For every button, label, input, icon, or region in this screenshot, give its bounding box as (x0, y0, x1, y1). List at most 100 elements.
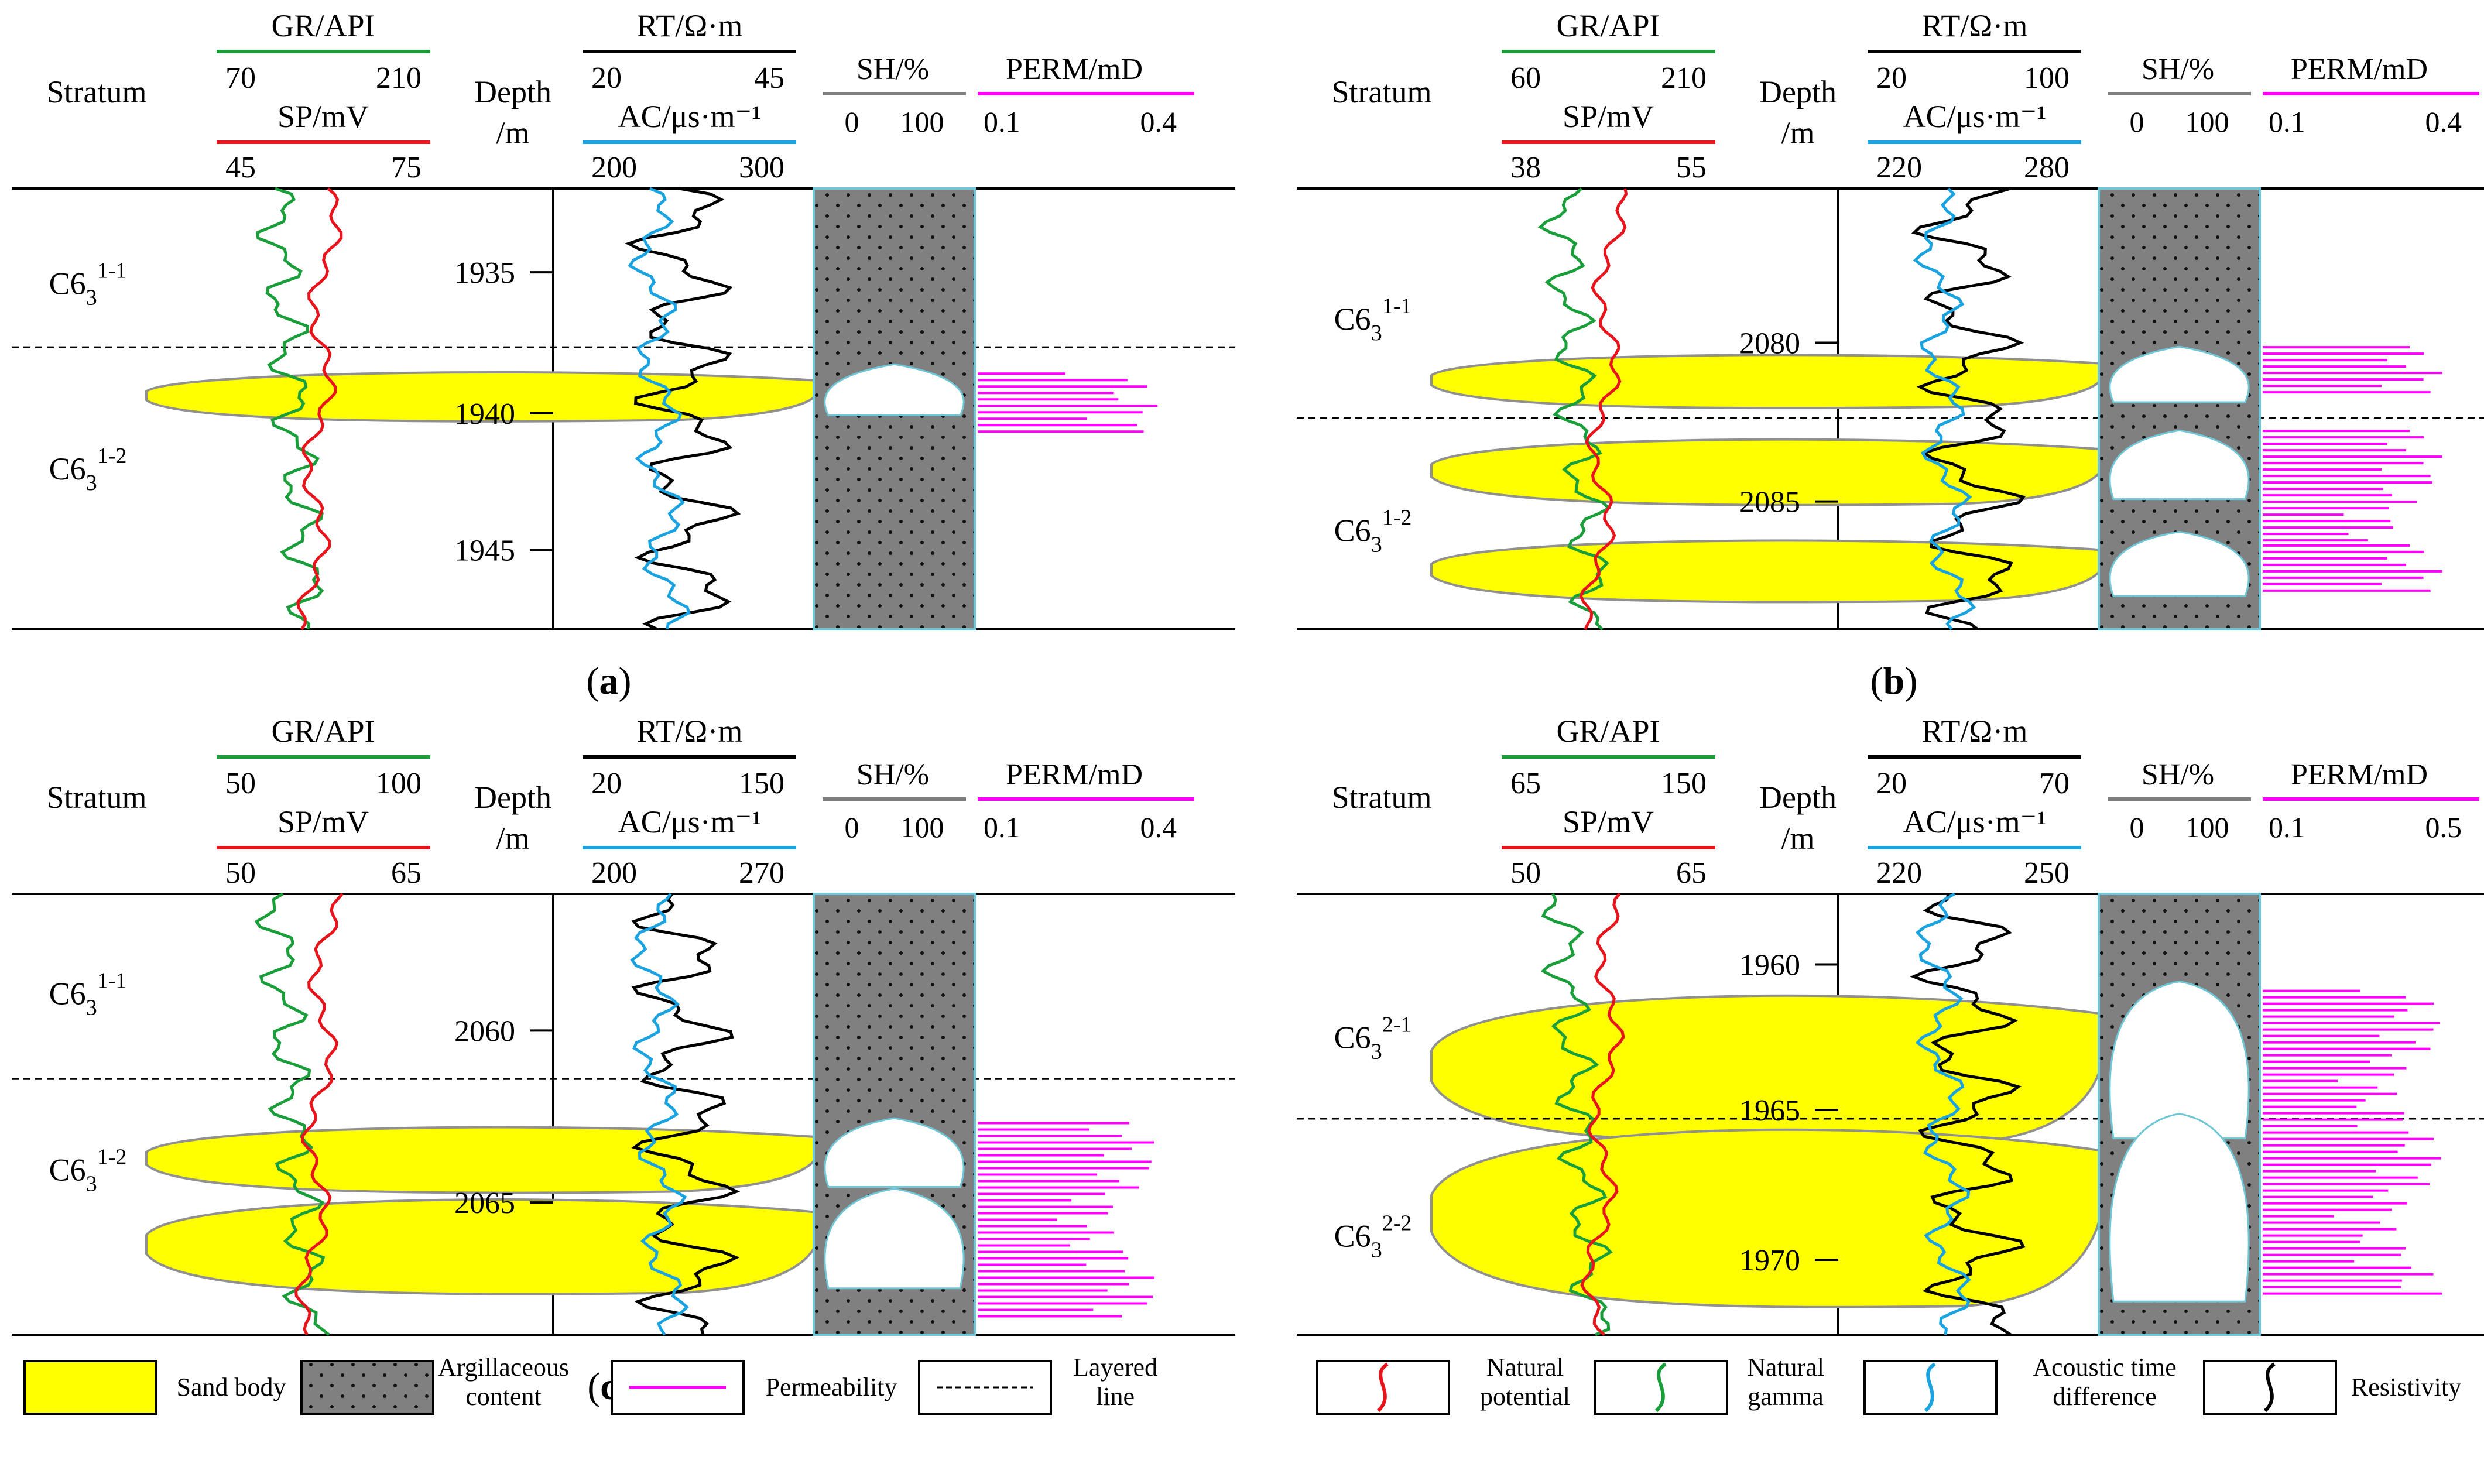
header-sp: SP/mV (277, 99, 369, 134)
stratum-label: C632-2 (1334, 1211, 1412, 1262)
perm-min: 0.1 (984, 105, 1020, 138)
sh-max: 100 (900, 811, 944, 844)
header-rt: RT/Ω·m (1922, 8, 2028, 43)
sand-body (1430, 1128, 2105, 1308)
sand-body (145, 1198, 820, 1295)
sp-min: 50 (1510, 856, 1541, 890)
header-stratum: Stratum (47, 780, 147, 815)
gr-max: 150 (1661, 767, 1707, 800)
gr-min: 65 (1510, 767, 1541, 800)
header-perm: PERM/mD (1006, 53, 1143, 86)
header-gr: GR/API (1556, 714, 1660, 749)
header-sh: SH/% (2142, 758, 2214, 791)
ac-max: 280 (2024, 151, 2070, 184)
rt-curve (1910, 893, 2026, 1336)
ac-curve (1913, 187, 1976, 630)
perm-min: 0.1 (984, 811, 1020, 844)
gr-max: 210 (376, 61, 422, 95)
depth-tick-label: 2080 (1739, 327, 1800, 361)
header-sp: SP/mV (1563, 804, 1654, 839)
header-ac: AC/μs·m⁻¹ (618, 804, 762, 839)
clean-sand-zone (2109, 429, 2250, 501)
ac-curve (1915, 892, 1971, 1335)
sp-min: 38 (1510, 151, 1541, 184)
legend-natural-gamma-icon (1654, 1362, 1667, 1413)
sh-min: 0 (2130, 105, 2144, 138)
header-ac: AC/μs·m⁻¹ (1903, 99, 2047, 134)
depth-tick-label: 2065 (454, 1187, 515, 1220)
sp-min: 50 (225, 856, 256, 890)
ac-curve (630, 893, 690, 1336)
gr-curve (254, 892, 330, 1336)
gr-min: 50 (225, 767, 256, 800)
header-gr: GR/API (271, 8, 375, 43)
rt-max: 45 (754, 61, 784, 95)
depth-tick-label: 1965 (1739, 1094, 1800, 1127)
sp-max: 65 (1676, 856, 1707, 890)
rt-min: 20 (1876, 767, 1907, 800)
legend-resistivity-icon (2263, 1362, 2276, 1413)
clean-sand-zone (2109, 345, 2250, 403)
header-perm: PERM/mD (2291, 758, 2428, 791)
legend-sand-body: Sand body (177, 1373, 286, 1401)
panel-label: (b) (1870, 660, 1918, 702)
depth-tick-label: 1970 (1739, 1244, 1800, 1277)
clean-sand-zone (824, 363, 965, 417)
ac-min: 200 (591, 856, 637, 890)
panel-label: (a) (587, 660, 632, 702)
depth-tick-label: 1935 (454, 256, 515, 290)
ac-curve (628, 187, 691, 630)
gr-curve (255, 187, 324, 630)
sand-body (1430, 354, 2105, 410)
sand-body-swatch (23, 1360, 157, 1415)
sp-curve (1580, 893, 1625, 1336)
legend-acoustic-time-difference-icon (1924, 1362, 1936, 1413)
sh-max: 100 (2185, 811, 2229, 844)
header-depth: Depth (474, 780, 551, 815)
ac-min: 200 (591, 151, 637, 184)
sp-max: 65 (391, 856, 422, 890)
sand-body (1430, 438, 2105, 506)
header-depth: Depth (1759, 780, 1837, 815)
gr-curve (1540, 893, 1613, 1336)
sp-curve (294, 893, 344, 1336)
perm-min: 0.1 (2269, 811, 2305, 844)
clean-sand-zone (2109, 530, 2250, 597)
depth-tick-label: 1960 (1739, 948, 1800, 982)
rt-max: 150 (739, 767, 784, 800)
depth-tick-label: 2085 (1739, 486, 1800, 519)
depth-tick-label: 2060 (454, 1015, 515, 1048)
perm-max: 0.4 (1140, 105, 1177, 138)
gr-max: 210 (1661, 61, 1707, 95)
ac-min: 220 (1876, 856, 1922, 890)
stratum-label: C631-2 (49, 1144, 127, 1196)
header-sp: SP/mV (1563, 99, 1654, 134)
header-rt: RT/Ω·m (637, 8, 743, 43)
stratum-label: C631-1 (49, 259, 127, 310)
sp-curve (1579, 188, 1628, 630)
header-depth-unit: /m (496, 821, 529, 856)
ac-max: 300 (739, 151, 784, 184)
legend-resistivity: Resistivity (2351, 1373, 2461, 1401)
rt-curve (625, 187, 741, 631)
header-ac: AC/μs·m⁻¹ (1903, 804, 2047, 839)
header-perm: PERM/mD (2291, 53, 2428, 86)
argillaceous-swatch (300, 1360, 434, 1415)
clean-sand-zone (824, 1117, 965, 1188)
rt-min: 20 (591, 61, 622, 95)
gr-min: 70 (225, 61, 256, 95)
sh-min: 0 (845, 811, 859, 844)
rt-min: 20 (1876, 61, 1907, 95)
sand-body (145, 1126, 820, 1194)
header-depth-unit: /m (1781, 115, 1814, 150)
header-rt: RT/Ω·m (1922, 714, 2028, 749)
